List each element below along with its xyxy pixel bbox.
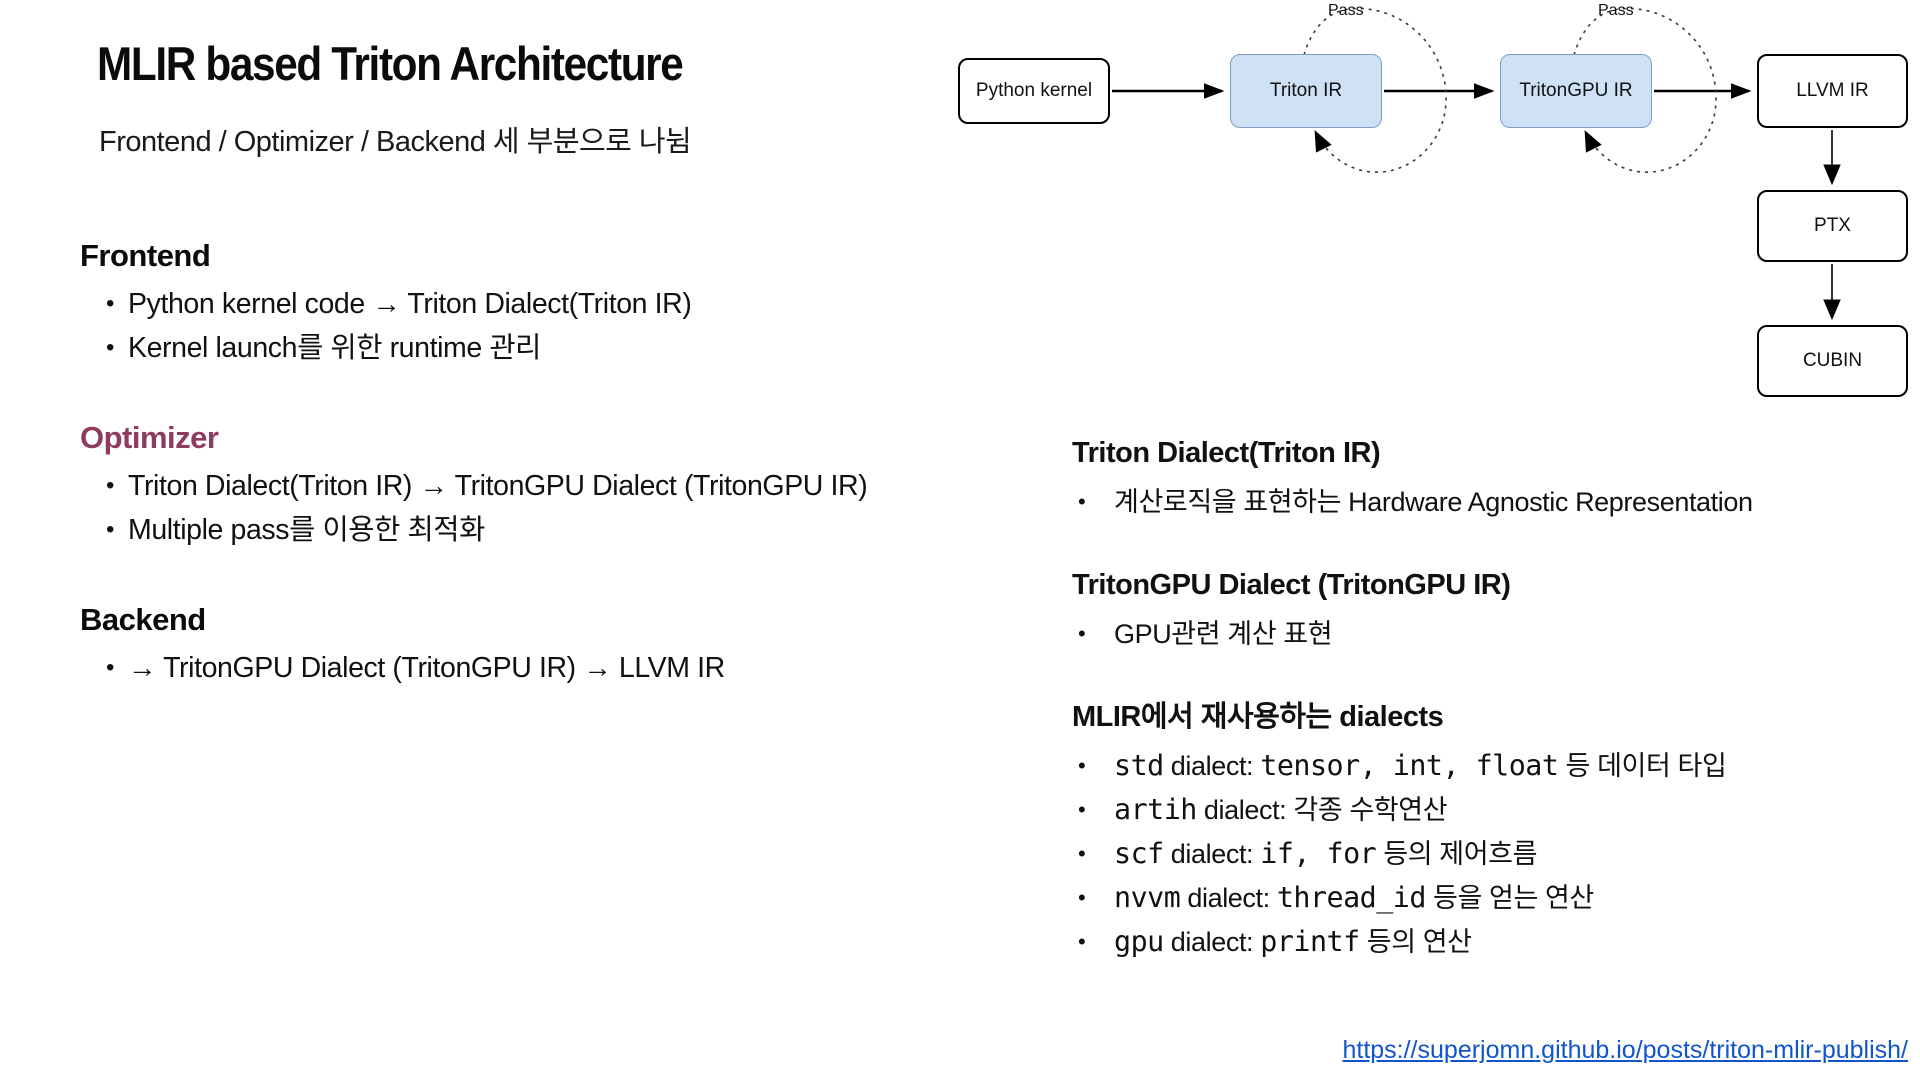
bullet-text: Triton Dialect(Triton IR) → TritonGPU Di… bbox=[128, 470, 868, 502]
diagram-node-ptx: PTX bbox=[1757, 190, 1908, 262]
bullet-dot: • bbox=[1078, 885, 1086, 910]
pass-loop-label: Pass bbox=[1328, 2, 1364, 19]
plain-text: dialect: bbox=[1163, 751, 1261, 781]
left-section: Frontend • Python kernel code → Triton Dia… bbox=[80, 238, 1070, 370]
bullet-text: → TritonGPU Dialect (TritonGPU IR) → LLV… bbox=[128, 652, 725, 684]
bullet-item: • std dialect: tensor, int, float 등 데이터 타… bbox=[1072, 744, 1920, 788]
left-column: Frontend • Python kernel code → Triton Dia… bbox=[80, 238, 1070, 740]
bullet-dot: • bbox=[1078, 621, 1086, 646]
section-heading: Backend bbox=[80, 602, 206, 637]
bullet-dot: • bbox=[106, 290, 115, 317]
left-section: Optimizer • Triton Dialect(Triton IR) → Tr… bbox=[80, 420, 1070, 552]
bullet-text: nvvm dialect: thread_id 등을 얻는 연산 bbox=[1114, 876, 1594, 920]
right-section: MLIR에서 재사용하는 dialects • std dialect: tenso… bbox=[1072, 700, 1920, 964]
bullet-dot: • bbox=[106, 472, 115, 499]
bullet-dot: • bbox=[1078, 841, 1086, 866]
code-text: nvvm bbox=[1114, 881, 1181, 914]
bullet-dot: • bbox=[1078, 753, 1086, 778]
plain-text: dialect: bbox=[1163, 839, 1261, 869]
section-heading: TritonGPU Dialect (TritonGPU IR) bbox=[1072, 569, 1511, 601]
bullet-item: • → TritonGPU Dialect (TritonGPU IR) → LL… bbox=[80, 646, 1070, 690]
plain-text: dialect: bbox=[1180, 883, 1277, 913]
page-subtitle: Frontend / Optimizer / Backend 세 부분으로 나뉨 bbox=[99, 126, 692, 158]
bullet-text: Python kernel code → Triton Dialect(Trit… bbox=[128, 288, 692, 320]
bullet-item: • nvvm dialect: thread_id 등을 얻는 연산 bbox=[1072, 876, 1920, 920]
plain-text: dialect: bbox=[1163, 927, 1261, 957]
bullet-dot: • bbox=[106, 516, 115, 543]
bullet-item: • Triton Dialect(Triton IR) → TritonGPU D… bbox=[80, 464, 1070, 508]
code-text: gpu bbox=[1114, 925, 1164, 958]
bullet-item: • Python kernel code → Triton Dialect(Tri… bbox=[80, 282, 1070, 326]
code-text: std bbox=[1114, 749, 1164, 782]
section-heading: Triton Dialect(Triton IR) bbox=[1072, 437, 1381, 469]
bullet-text: artih dialect: 각종 수학연산 bbox=[1114, 788, 1448, 832]
bullet-item: • gpu dialect: printf 등의 연산 bbox=[1072, 920, 1920, 964]
diagram-node-cubin: CUBIN bbox=[1757, 325, 1908, 397]
plain-text: 각종 수학연산 bbox=[1293, 795, 1448, 825]
bullet-item: • Kernel launch를 위한 runtime 관리 bbox=[80, 326, 1070, 370]
pass-loop-label: Pass bbox=[1598, 2, 1634, 19]
bullet-dot: • bbox=[1078, 929, 1086, 954]
diagram-arrows bbox=[1112, 7, 1841, 321]
right-section: Triton Dialect(Triton IR) • 계산로직을 표현하는 Har… bbox=[1072, 436, 1920, 524]
code-text: thread_id bbox=[1276, 881, 1427, 914]
bullet-text: gpu dialect: printf 등의 연산 bbox=[1114, 920, 1472, 964]
plain-text: GPU관련 계산 표현 bbox=[1114, 619, 1333, 649]
bullet-item: • 계산로직을 표현하는 Hardware Agnostic Representa… bbox=[1072, 480, 1920, 524]
plain-text: 등을 얻는 연산 bbox=[1425, 883, 1594, 913]
bullet-dot: • bbox=[106, 654, 115, 681]
code-text: artih bbox=[1114, 793, 1197, 826]
plain-text: 등 데이터 타입 bbox=[1558, 751, 1727, 781]
bullet-item: • GPU관련 계산 표현 bbox=[1072, 612, 1920, 656]
bullet-text: scf dialect: if, for 등의 제어흐름 bbox=[1114, 832, 1537, 876]
diagram-node-tritongpu-ir: TritonGPU IR bbox=[1500, 54, 1652, 128]
architecture-diagram: Python kernel Triton IR TritonGPU IR LLVM I… bbox=[950, 0, 1920, 410]
section-heading: Optimizer bbox=[80, 420, 219, 455]
bullet-text: GPU관련 계산 표현 bbox=[1114, 612, 1333, 656]
source-link[interactable]: https://superjomn.github.io/posts/triton… bbox=[1342, 1036, 1908, 1064]
diagram-node-python-kernel: Python kernel bbox=[958, 58, 1110, 124]
code-text: if, for bbox=[1260, 837, 1377, 870]
plain-text: 등의 연산 bbox=[1359, 927, 1472, 957]
diagram-node-llvm-ir: LLVM IR bbox=[1757, 54, 1908, 128]
plain-text: 등의 제어흐름 bbox=[1376, 839, 1538, 869]
section-heading: Frontend bbox=[80, 238, 211, 273]
bullet-item: • scf dialect: if, for 등의 제어흐름 bbox=[1072, 832, 1920, 876]
plain-text: 계산로직을 표현하는 Hardware Agnostic Representat… bbox=[1114, 487, 1753, 517]
right-section: TritonGPU Dialect (TritonGPU IR) • GPU관련 계… bbox=[1072, 568, 1920, 656]
bullet-item: • artih dialect: 각종 수학연산 bbox=[1072, 788, 1920, 832]
bullet-text: Kernel launch를 위한 runtime 관리 bbox=[128, 332, 541, 364]
right-column: Triton Dialect(Triton IR) • 계산로직을 표현하는 Har… bbox=[1072, 436, 1920, 1008]
left-section: Backend • → TritonGPU Dialect (TritonGPU I… bbox=[80, 602, 1070, 690]
code-text: scf bbox=[1114, 837, 1164, 870]
code-text: tensor, int, float bbox=[1260, 749, 1559, 782]
code-text: printf bbox=[1260, 925, 1360, 958]
bullet-text: 계산로직을 표현하는 Hardware Agnostic Representat… bbox=[1114, 480, 1753, 524]
page-title: MLIR based Triton Architecture bbox=[97, 37, 684, 90]
bullet-dot: • bbox=[1078, 489, 1086, 514]
section-heading: MLIR에서 재사용하는 dialects bbox=[1072, 701, 1444, 733]
diagram-node-triton-ir: Triton IR bbox=[1230, 54, 1382, 128]
bullet-text: Multiple pass를 이용한 최적화 bbox=[128, 514, 485, 546]
bullet-item: • Multiple pass를 이용한 최적화 bbox=[80, 508, 1070, 552]
bullet-dot: • bbox=[1078, 797, 1086, 822]
bullet-text: std dialect: tensor, int, float 등 데이터 타입 bbox=[1114, 744, 1727, 788]
bullet-dot: • bbox=[106, 334, 115, 361]
plain-text: dialect: bbox=[1196, 795, 1294, 825]
